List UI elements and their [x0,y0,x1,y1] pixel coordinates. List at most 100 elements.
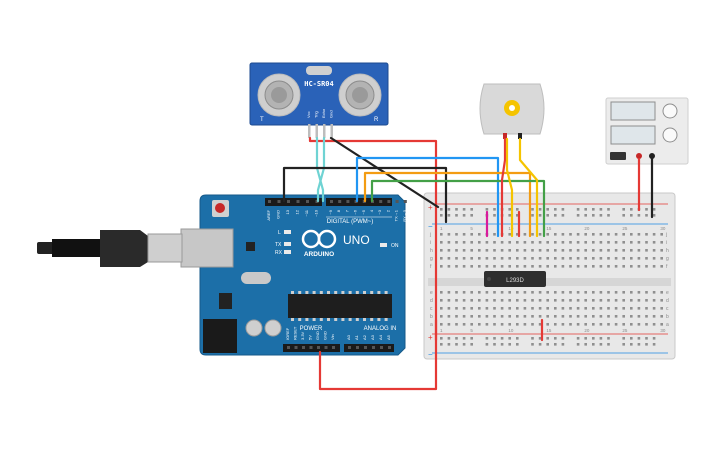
power-pin[interactable] [294,346,298,349]
rail-hole [500,337,504,340]
breadboard-hole [592,315,595,318]
digital-pin[interactable] [379,200,383,203]
sensor-t-label: T [260,117,264,123]
analog-pin[interactable] [388,346,391,349]
psu-current-knob[interactable] [662,127,678,143]
sensor-pin[interactable] [323,124,326,138]
digital-pin[interactable] [387,200,391,203]
psu-voltage-knob[interactable] [662,103,678,119]
breadboard-hole [447,291,451,294]
power-pin-label: IOREF [285,327,290,340]
transmitter-core [271,87,287,103]
wire-gnd-black[interactable] [282,166,448,224]
power-pin[interactable] [287,346,290,349]
rail-hole [493,337,496,340]
breadboard-hole [561,241,565,244]
power-pin[interactable] [309,346,313,349]
power-pin[interactable] [332,346,335,349]
breadboard-hole [538,299,542,302]
power-pin[interactable] [317,346,320,349]
digital-pin[interactable] [403,200,407,203]
rail-hole [645,208,648,211]
wire-motor-yellow-1[interactable] [505,137,514,238]
analog-pin[interactable] [348,346,351,349]
rail-hole [516,337,519,340]
wire-motor-red[interactable] [500,137,507,238]
wire-green-pin[interactable] [370,179,546,238]
breadboard-hole [660,291,663,294]
breadboard-hole [447,307,451,310]
row-label: b [666,314,669,320]
sensor-pin[interactable] [330,124,334,138]
breadboard-hole [645,257,648,260]
digital-pin[interactable] [287,200,290,203]
dc-motor[interactable] [479,83,545,139]
psu-power-switch[interactable] [610,152,626,160]
wire-orange-pin[interactable] [363,171,532,238]
rail-hole [485,343,489,346]
breadboard-hole [538,249,542,252]
digital-pin[interactable] [296,200,300,203]
breadboard-hole [660,315,663,318]
power-supply[interactable] [605,97,689,165]
breadboard-hole [462,233,466,236]
breadboard-hole [561,307,565,310]
wire-blue-pin[interactable] [355,156,500,238]
rail-hole [455,337,458,340]
digital-pin[interactable] [395,200,399,203]
digital-pin[interactable] [277,200,281,203]
atmega-leg [298,291,302,294]
breadboard-hole [462,257,466,260]
breadboard-hole [500,265,504,268]
breadboard-hole [614,315,618,318]
led-on [380,243,387,247]
sensor-pin[interactable] [315,124,319,138]
wire-sensor-vcc-red[interactable] [308,136,438,391]
breadboard-hole [614,249,618,252]
breadboard-hole [538,291,542,294]
breadboard-hole [508,233,511,236]
row-label: i [666,240,667,246]
breadboard-hole [630,257,633,260]
breadboard-hole [531,257,534,260]
analog-pin[interactable] [364,346,367,349]
rail-minus-sign: − [428,222,433,231]
analog-pin[interactable] [356,346,359,349]
breadboard-hole [637,307,641,310]
power-pin[interactable] [302,346,305,349]
breadboard-hole [561,257,565,260]
breadboard-hole [493,315,496,318]
rail-hole [630,214,633,217]
breadboard-hole [554,323,557,326]
analog-pin[interactable] [372,346,375,349]
power-pin[interactable] [324,346,328,349]
wire-sensor-echo-cyan[interactable] [316,136,326,203]
l293d-chip[interactable]: L293D [484,271,546,287]
analog-pin[interactable] [380,346,383,349]
digital-pin[interactable] [338,200,342,203]
digital-pin[interactable] [315,200,319,203]
breadboard-hole [531,323,534,326]
atmega-leg [370,318,374,321]
sensor-pin[interactable] [308,124,311,138]
breadboard-hole [576,265,580,268]
voltage-regulator [219,293,232,309]
breadboard-hole [592,241,595,244]
breadboard-hole [523,257,527,260]
digital-pin[interactable] [330,200,333,203]
wire-motor-yellow-2[interactable] [518,137,539,238]
rail-hole [630,343,633,346]
digital-pin-label: AREF [266,209,271,220]
digital-pin[interactable] [268,200,271,203]
rail-hole [462,208,466,211]
rail-hole [546,337,549,340]
breadboard-hole [478,233,481,236]
led-l [284,230,291,234]
rail-hole [447,214,451,217]
atmega-leg [363,291,366,294]
digital-pin[interactable] [306,200,309,203]
digital-pin[interactable] [346,200,350,203]
